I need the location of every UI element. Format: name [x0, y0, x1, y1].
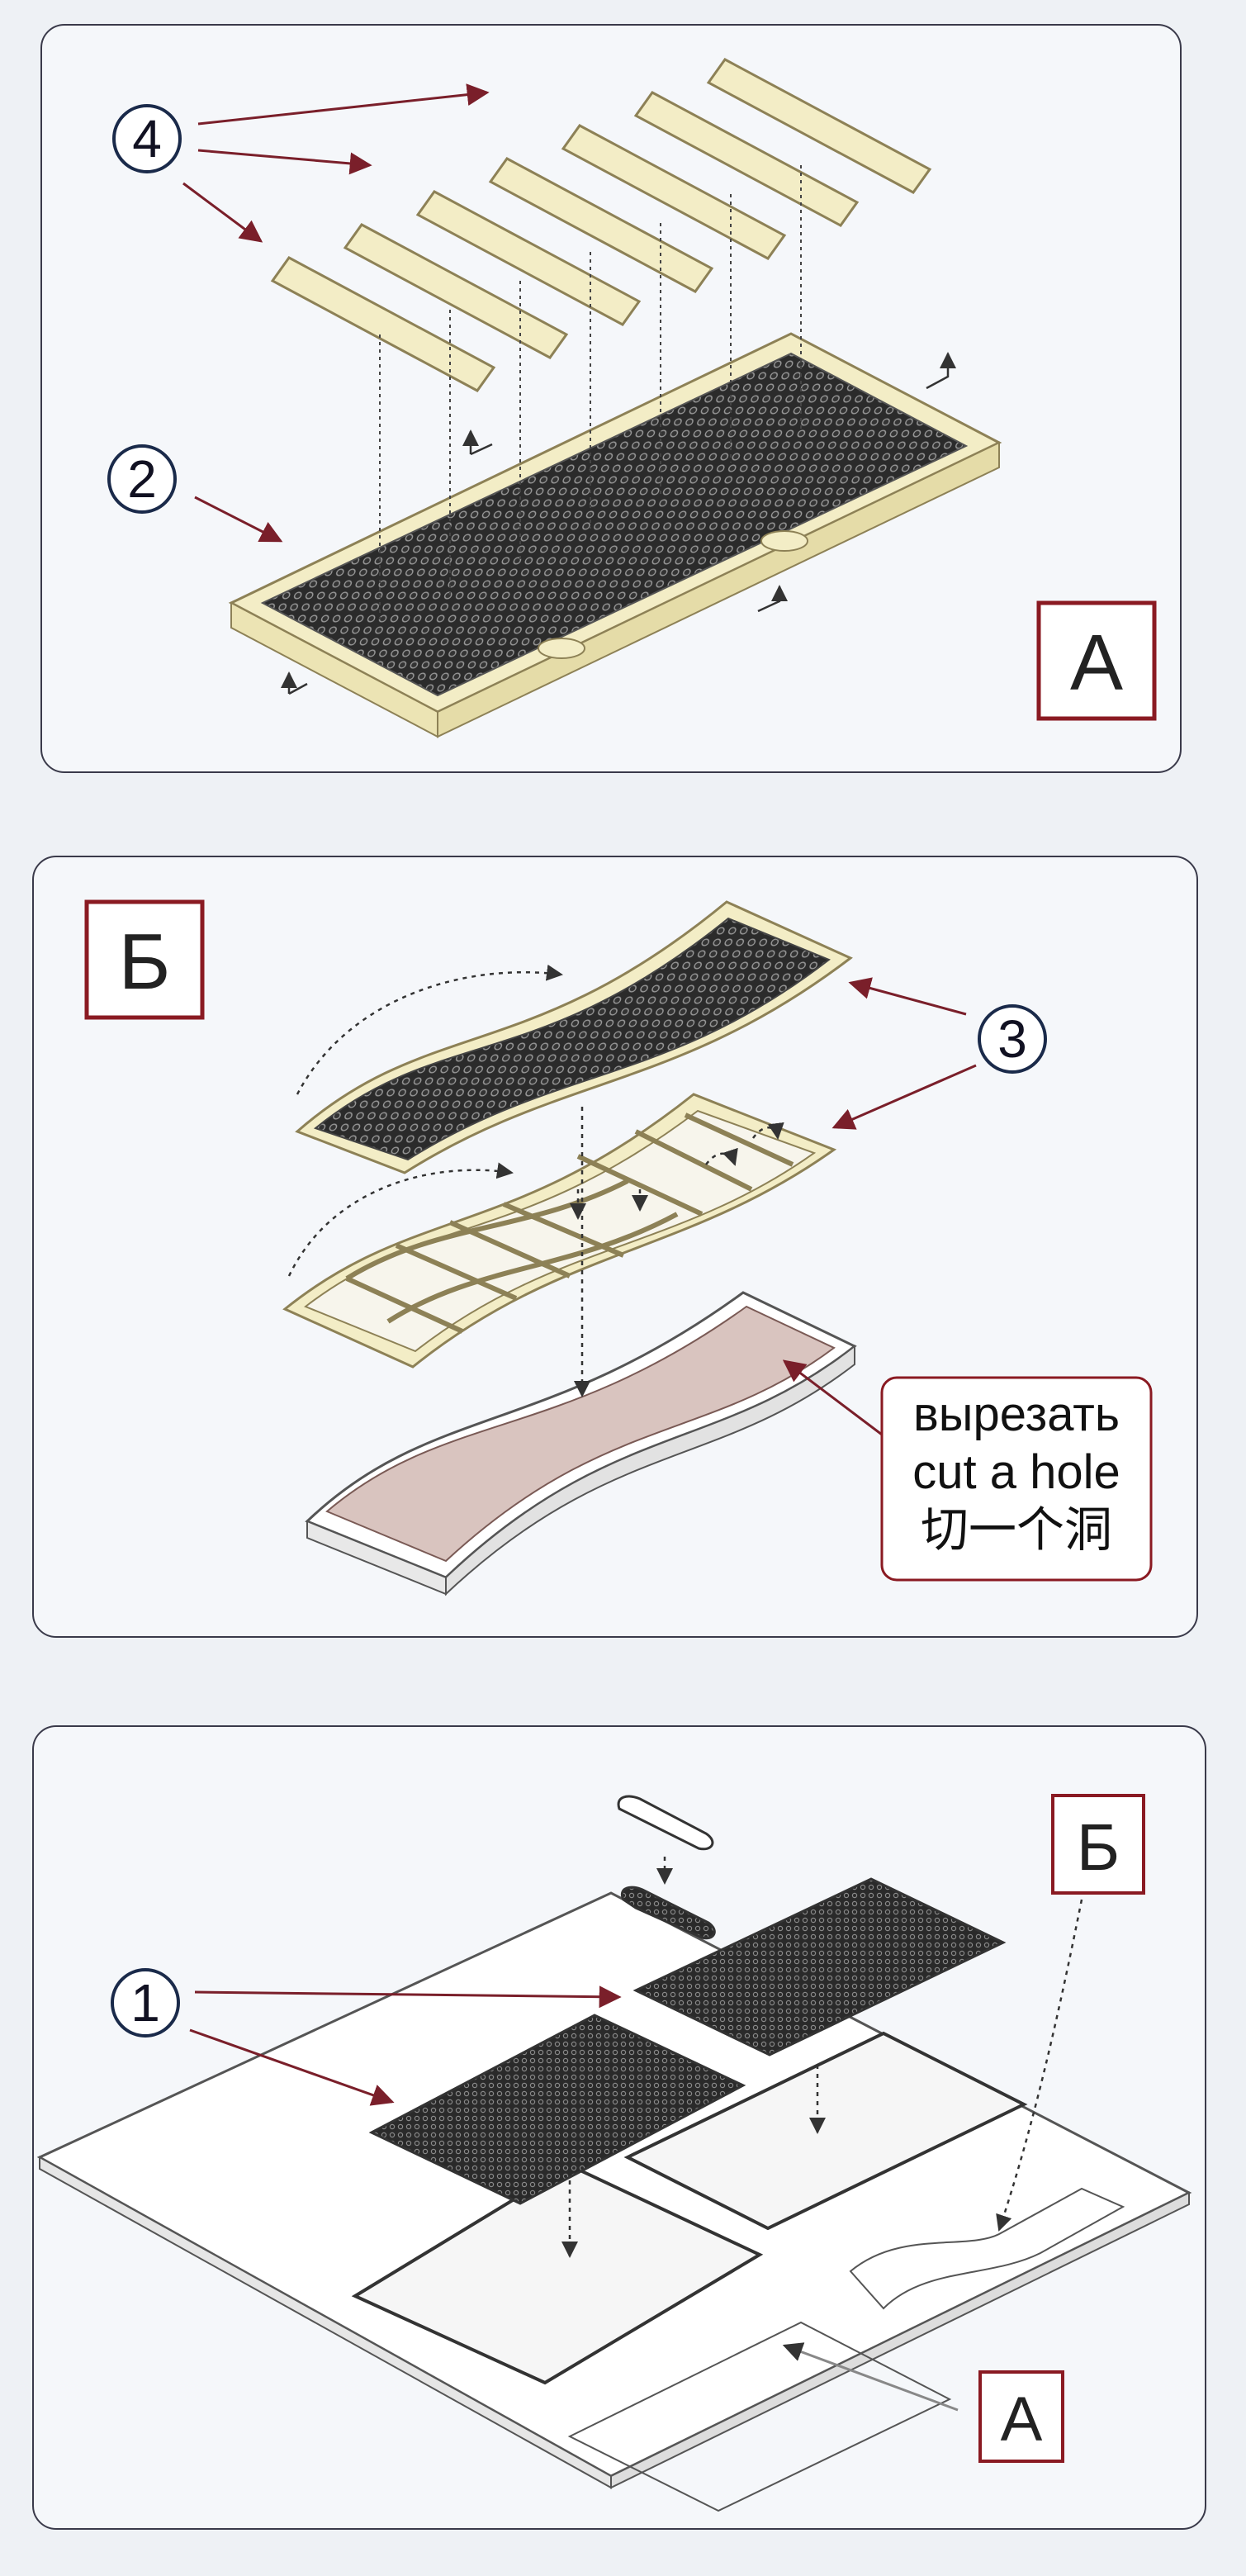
panel-c: 1 Б A — [32, 1725, 1206, 2530]
callout-1-label: 1 — [130, 1973, 160, 2033]
panel-b-letter: Б — [119, 918, 171, 1006]
tray-part-2 — [228, 332, 1002, 738]
ref-a-letter: A — [1001, 2384, 1043, 2455]
callout-3: 3 — [831, 977, 1047, 1130]
callout-4-label: 4 — [132, 109, 162, 168]
drop-lines-a — [379, 165, 802, 619]
ref-b-letter: Б — [1077, 1810, 1120, 1884]
cut-note-russian: вырезать — [913, 1388, 1120, 1441]
assembly-lines-c — [561, 1857, 1083, 2258]
callout-1: 1 — [111, 1968, 622, 2106]
callout-4: 4 — [112, 83, 490, 243]
base-plate — [36, 1891, 1192, 2489]
mesh-panels-part-1 — [368, 1877, 1007, 2205]
assembly-lines-b — [287, 964, 784, 1397]
cut-note-chinese: 切一个洞 — [921, 1503, 1112, 1557]
base-cutout — [305, 1291, 857, 1596]
panel-a-letter: A — [1070, 619, 1123, 707]
panel-a-letter-box: A — [1036, 600, 1157, 721]
panel-b: Б — [32, 856, 1198, 1638]
ref-b-box: Б — [1051, 1794, 1145, 1895]
cutout-area — [325, 1305, 836, 1563]
strips-part-4 — [270, 58, 932, 392]
panel-a: 4 2 A — [40, 24, 1182, 773]
callout-2-label: 2 — [127, 449, 157, 509]
callout-3-label: 3 — [997, 1009, 1027, 1069]
ref-a-box: A — [782, 2342, 1064, 2463]
frame-grid-part-3 — [282, 1093, 837, 1369]
callout-2: 2 — [107, 444, 283, 543]
cut-note-english: cut a hole — [912, 1445, 1120, 1499]
cut-hole-note: вырезать cut a hole 切一个洞 — [782, 1359, 1153, 1582]
small-part — [617, 1795, 716, 1940]
orientation-arrows-a — [281, 352, 956, 695]
recess-outlines — [567, 2187, 1125, 2512]
panel-a-frame — [40, 24, 1182, 773]
mesh-grille-part-3 — [295, 900, 853, 1174]
panel-b-letter-box: Б — [84, 899, 205, 1020]
recess-boxes — [351, 2031, 1028, 2385]
